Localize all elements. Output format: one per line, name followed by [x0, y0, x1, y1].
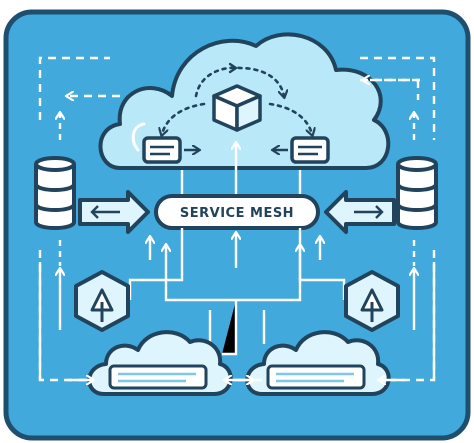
server-icon [245, 330, 391, 396]
shield-icon [74, 270, 130, 332]
service-card-right [274, 136, 330, 164]
shield-icon [344, 270, 400, 332]
cube-left-arc [162, 102, 206, 134]
database-icon [34, 156, 76, 230]
database-icon [396, 156, 438, 230]
cube-top-arc [194, 66, 284, 96]
service-card-left [142, 136, 198, 164]
cube-icon [212, 84, 262, 132]
service-mesh-node: SERVICE MESH [154, 194, 320, 230]
right-mesh-arrow [324, 190, 396, 234]
left-mesh-arrow [78, 190, 150, 234]
server-icon [87, 330, 233, 396]
service-mesh-label: SERVICE MESH [180, 206, 294, 221]
outer-dashed-loop [38, 56, 436, 382]
cube-right-arc [268, 102, 312, 134]
